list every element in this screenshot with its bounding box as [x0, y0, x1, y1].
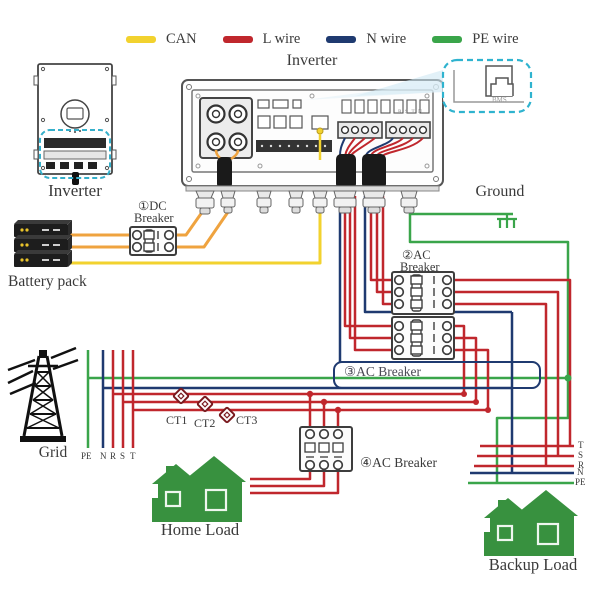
terminal-area-callout: [39, 129, 111, 179]
ac-breaker-2-label-line1: ②AC: [402, 248, 431, 262]
legend-item-n-wire: N wire: [326, 31, 406, 48]
grid-phase-r: R: [110, 451, 117, 461]
main-inverter: [181, 79, 444, 215]
ground-label: Ground: [475, 183, 525, 200]
legend-item-pe-wire: PE wire: [432, 31, 519, 48]
grid-label: Grid: [38, 444, 68, 461]
ac-breaker-2: [391, 271, 455, 315]
legend-l-wire-label: L wire: [262, 31, 301, 47]
cable-glands: [195, 190, 418, 215]
can-color-swatch: [126, 36, 156, 43]
ac-breaker-3-label: ③AC Breaker: [344, 364, 421, 379]
bms-callout-swoosh: [305, 70, 443, 100]
ct3-clamp-icon: [218, 406, 236, 424]
battery-terminals: [199, 97, 253, 159]
legend-pe-wire-label: PE wire: [472, 31, 519, 47]
legend-n-wire-label: N wire: [366, 31, 407, 47]
grid-phase-s: S: [120, 451, 126, 461]
n-wire-color-swatch: [326, 36, 357, 43]
grid-phase-pe: PE: [81, 451, 92, 461]
comm-ports: [257, 99, 329, 130]
legend: CAN L wire N wire PE wire: [126, 31, 519, 48]
inverter-unit-label: Inverter: [48, 181, 102, 200]
backup-load-label: Backup Load: [488, 555, 578, 574]
dc-breaker-1-label-line1: ①DC: [138, 199, 167, 213]
grid-tower-icon: [7, 346, 79, 442]
bms-label: BMS: [492, 96, 507, 104]
ground-symbol: [497, 214, 517, 228]
backup-phase-r: R: [578, 460, 585, 470]
battery-pack-label: Battery pack: [8, 273, 87, 290]
ct-clamps: [172, 387, 236, 424]
backup-load-icon: [484, 490, 578, 556]
grid-phase-n: N: [100, 451, 107, 461]
backup-phase-n: N: [577, 467, 584, 477]
main-inverter-title: Inverter: [286, 52, 338, 69]
junction-dots: [306, 374, 572, 414]
bms-box: [441, 58, 533, 114]
ct1-clamp-icon: [172, 387, 190, 405]
home-load-icon: [152, 456, 246, 522]
pe-wire-color-swatch: [432, 36, 463, 43]
ac-breaker-3-label-frame: [333, 361, 541, 389]
ct3-label: CT3: [236, 413, 258, 427]
legend-item-can: CAN: [126, 31, 197, 48]
dc-breaker-1: [129, 226, 177, 256]
grid-phase-t: T: [130, 451, 136, 461]
legend-can-label: CAN: [166, 31, 197, 47]
home-load-label: Home Load: [160, 520, 240, 539]
dc-breaker-1-label-line2: Breaker: [134, 211, 174, 225]
can-wire: [70, 196, 322, 265]
battery-pack: [14, 220, 72, 267]
legend-item-l-wire: L wire: [222, 31, 301, 48]
ac-breaker-4-label: ④AC Breaker: [360, 455, 437, 470]
ct2-clamp-icon: [196, 395, 214, 413]
ct1-label: CT1: [166, 413, 188, 427]
inverter-terminal-text: R S T N: [398, 109, 423, 115]
ac-breaker-2-label-line2: Breaker: [400, 260, 440, 274]
ac-breaker-4: [299, 426, 353, 472]
backup-phase-pe: PE: [575, 477, 586, 487]
backup-phase-t: T: [578, 440, 584, 450]
inverter-unit: [33, 63, 117, 185]
ac-terminals: [337, 121, 431, 139]
ct2-label: CT2: [194, 416, 216, 430]
l-wire-color-swatch: [222, 36, 253, 43]
l-wires: [111, 196, 574, 495]
ac-breaker-3: [391, 316, 455, 360]
backup-phase-s: S: [578, 450, 584, 460]
